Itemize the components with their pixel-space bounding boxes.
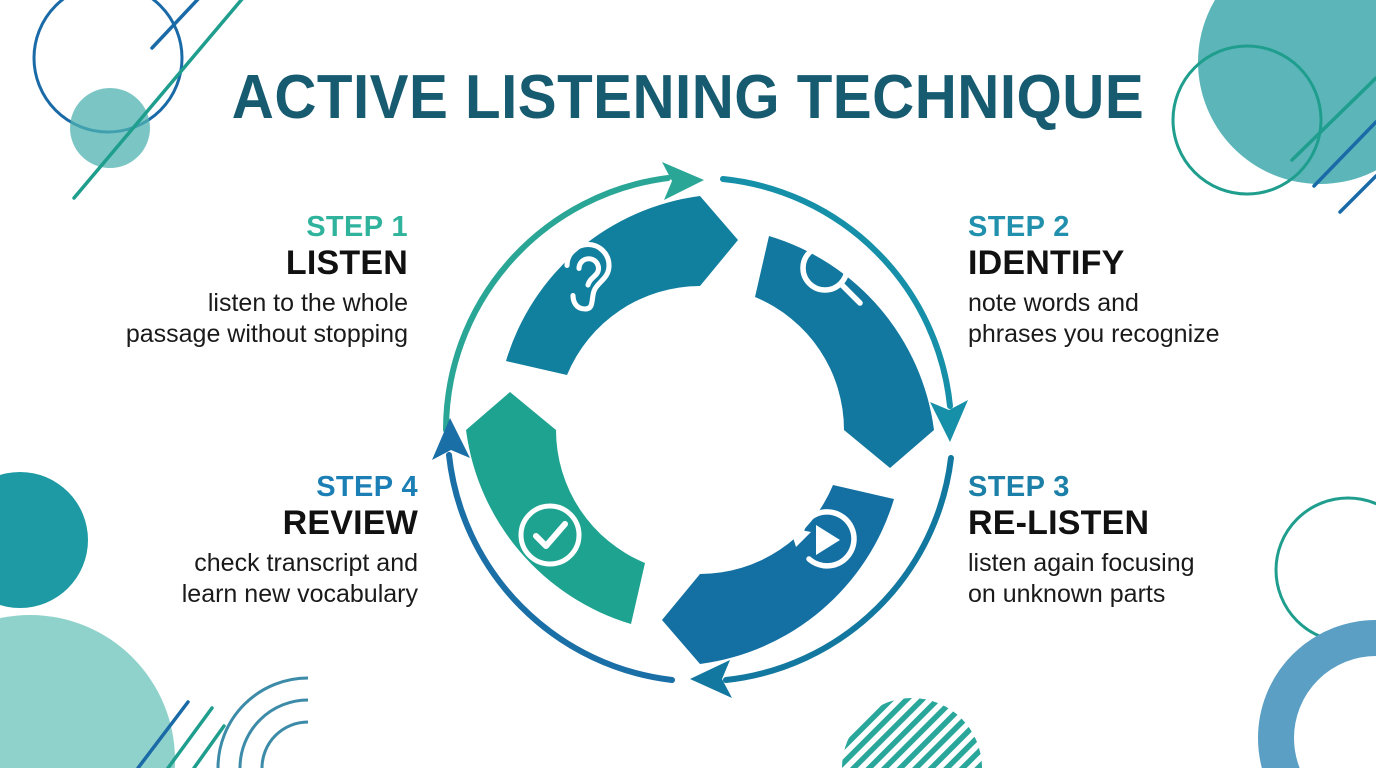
step-block-1: STEP 1 LISTEN listen to the whole passag… bbox=[58, 212, 408, 349]
segment-step-2[interactable] bbox=[506, 196, 738, 375]
step-2-kicker: STEP 2 bbox=[968, 211, 1070, 243]
decor-arc-bl-2 bbox=[238, 698, 309, 768]
decor-line-tl-blue bbox=[150, 0, 200, 50]
step-4-kicker: STEP 4 bbox=[316, 471, 418, 503]
step-1-description: listen to the whole passage without stop… bbox=[125, 289, 408, 348]
decor-circle-fill-bottom-left-light bbox=[0, 615, 175, 768]
outer-arrow-ring bbox=[432, 162, 968, 698]
segment-step-4[interactable] bbox=[662, 485, 894, 664]
step-4-title: REVIEW bbox=[282, 504, 418, 543]
step-block-3: STEP 3 RE-LISTEN listen again focusing o… bbox=[968, 472, 1318, 609]
decor-line-tr-blue-2 bbox=[1338, 174, 1376, 214]
step-1-title: LISTEN bbox=[285, 244, 408, 283]
outer-arrow-step-2 bbox=[720, 176, 968, 442]
replay-icon bbox=[790, 509, 857, 569]
step-3-kicker: STEP 3 bbox=[968, 471, 1070, 503]
check-circle-icon bbox=[518, 503, 582, 567]
step-2-title: IDENTIFY bbox=[968, 244, 1125, 283]
wheel-hub bbox=[572, 302, 828, 558]
step-4-description: check transcript and learn new vocabular… bbox=[181, 549, 418, 608]
cycle-diagram bbox=[432, 162, 968, 698]
decor-line-bl-teal-1 bbox=[166, 706, 214, 768]
step-block-2: STEP 2 IDENTIFY note words and phrases y… bbox=[968, 212, 1318, 349]
outer-arrow-step-3 bbox=[690, 455, 954, 698]
page-title: ACTIVE LISTENING TECHNIQUE bbox=[231, 63, 1145, 132]
step-1-kicker: STEP 1 bbox=[306, 211, 408, 243]
decor-line-bl-blue bbox=[136, 700, 190, 768]
decor-arc-bl-1 bbox=[216, 676, 309, 768]
decor-line-bl-teal-2 bbox=[192, 724, 226, 768]
decor-ring-bottom-right bbox=[1258, 620, 1376, 768]
magnifier-icon bbox=[800, 243, 863, 306]
outer-arrow-step-1 bbox=[443, 162, 704, 433]
outer-arrow-step-4 bbox=[432, 418, 675, 683]
step-3-title: RE-LISTEN bbox=[968, 504, 1150, 543]
step-block-4: STEP 4 REVIEW check transcript and learn… bbox=[68, 472, 418, 609]
step-3-description: listen again focusing on unknown parts bbox=[968, 549, 1195, 608]
step-2-description: note words and phrases you recognize bbox=[968, 289, 1220, 348]
segment-step-3[interactable] bbox=[755, 236, 934, 468]
ear-icon bbox=[564, 241, 612, 312]
decor-arc-bl-3 bbox=[260, 720, 309, 768]
